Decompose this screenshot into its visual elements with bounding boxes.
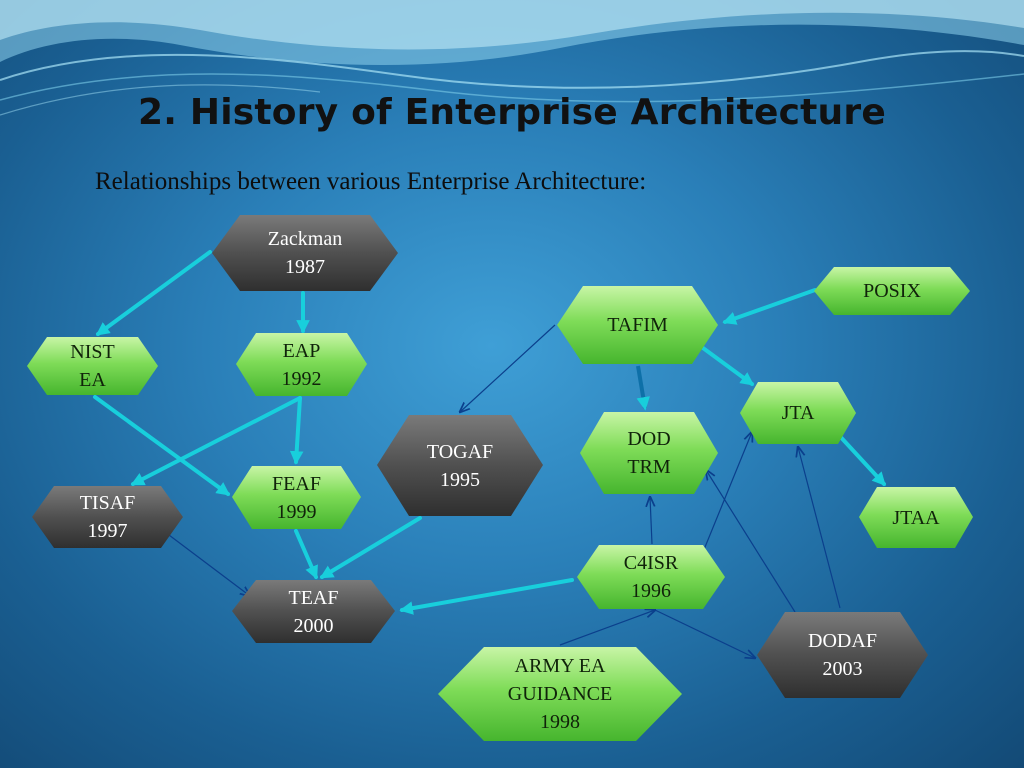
node-dodaf: DODAF 2003: [755, 610, 930, 700]
node-togaf-name: TOGAF: [426, 440, 494, 463]
node-dodaf-year: 2003: [822, 658, 863, 680]
edge-c4isr-jta: [702, 432, 752, 553]
node-tisaf-year: 1997: [87, 520, 128, 542]
edge-eap-feaf: [289, 396, 304, 465]
node-feaf: FEAF 1999: [230, 464, 363, 531]
node-jta-name: JTA: [781, 402, 815, 424]
node-tafim: TAFIM: [555, 284, 720, 366]
node-jtaa-name: JTAA: [892, 506, 940, 529]
edge-jta-jtaa: [834, 430, 886, 486]
edge-c4isr-teaf: [399, 578, 574, 615]
node-eap-year: 1992: [281, 367, 322, 390]
node-c4isr-year: 1996: [631, 580, 671, 602]
node-nist-ea: NIST EA: [25, 335, 160, 397]
edge-c4isr-dodaf: [654, 609, 755, 658]
node-army-ea-guidance: ARMY EA GUIDANCE 1998: [436, 645, 684, 743]
slide-title: 2. History of Enterprise Architecture: [138, 92, 886, 133]
node-dod-sub: TRM: [627, 456, 671, 478]
edge-tafim-togaf: [460, 324, 556, 412]
node-tisaf-name: TISAF: [79, 492, 136, 514]
node-tafim-name: TAFIM: [607, 314, 668, 336]
edge-tisaf-teaf: [164, 531, 250, 596]
node-eap: EAP 1992: [234, 331, 369, 398]
node-dod-name: DOD: [627, 428, 671, 450]
node-nist-sub: EA: [79, 369, 106, 391]
edge-dodaf-dod: [706, 470, 796, 613]
node-c4isr: C4ISR 1996: [575, 543, 727, 611]
edge-tafim-dod: [636, 365, 650, 411]
edge-togaf-teaf: [319, 516, 422, 579]
node-feaf-name: FEAF: [272, 472, 321, 495]
node-army-line1: ARMY EA: [514, 655, 606, 677]
node-zackman: Zackman 1987: [210, 213, 400, 293]
node-posix-name: POSIX: [863, 280, 921, 302]
edge-eap-tisaf: [130, 396, 302, 486]
node-togaf-year: 1995: [440, 468, 480, 491]
node-teaf-name: TEAF: [288, 586, 339, 609]
node-togaf: TOGAF 1995: [375, 413, 545, 518]
node-teaf-year: 2000: [293, 614, 334, 637]
edge-nist-feaf: [93, 395, 231, 496]
node-c4isr-name: C4ISR: [623, 552, 679, 574]
node-eap-name: EAP: [282, 339, 321, 362]
node-nist-name: NIST: [70, 341, 115, 363]
node-jtaa: JTAA: [857, 485, 975, 550]
edge-tafim-jta: [701, 346, 755, 386]
node-zackman-year: 1987: [285, 256, 325, 278]
node-tisaf: TISAF 1997: [30, 484, 185, 550]
edge-dodaf-jta: [798, 447, 841, 609]
node-dod-trm: DOD TRM: [578, 410, 720, 496]
edge-c4isr-dod: [650, 497, 652, 545]
node-army-year: 1998: [540, 711, 580, 733]
node-army-line2: GUIDANCE: [507, 683, 613, 705]
node-teaf: TEAF 2000: [230, 578, 397, 645]
edge-zackman-nist: [95, 250, 212, 336]
node-posix: POSIX: [812, 265, 972, 317]
edge-feaf-teaf: [294, 529, 318, 580]
edge-army-c4isr: [559, 610, 655, 646]
node-jta: JTA: [738, 380, 858, 446]
node-dodaf-name: DODAF: [808, 630, 877, 652]
edge-posix-tafim: [722, 288, 817, 325]
node-zackman-name: Zackman: [267, 228, 343, 250]
slide-subtitle: Relationships between various Enterprise…: [95, 168, 647, 195]
node-feaf-year: 1999: [276, 500, 317, 523]
